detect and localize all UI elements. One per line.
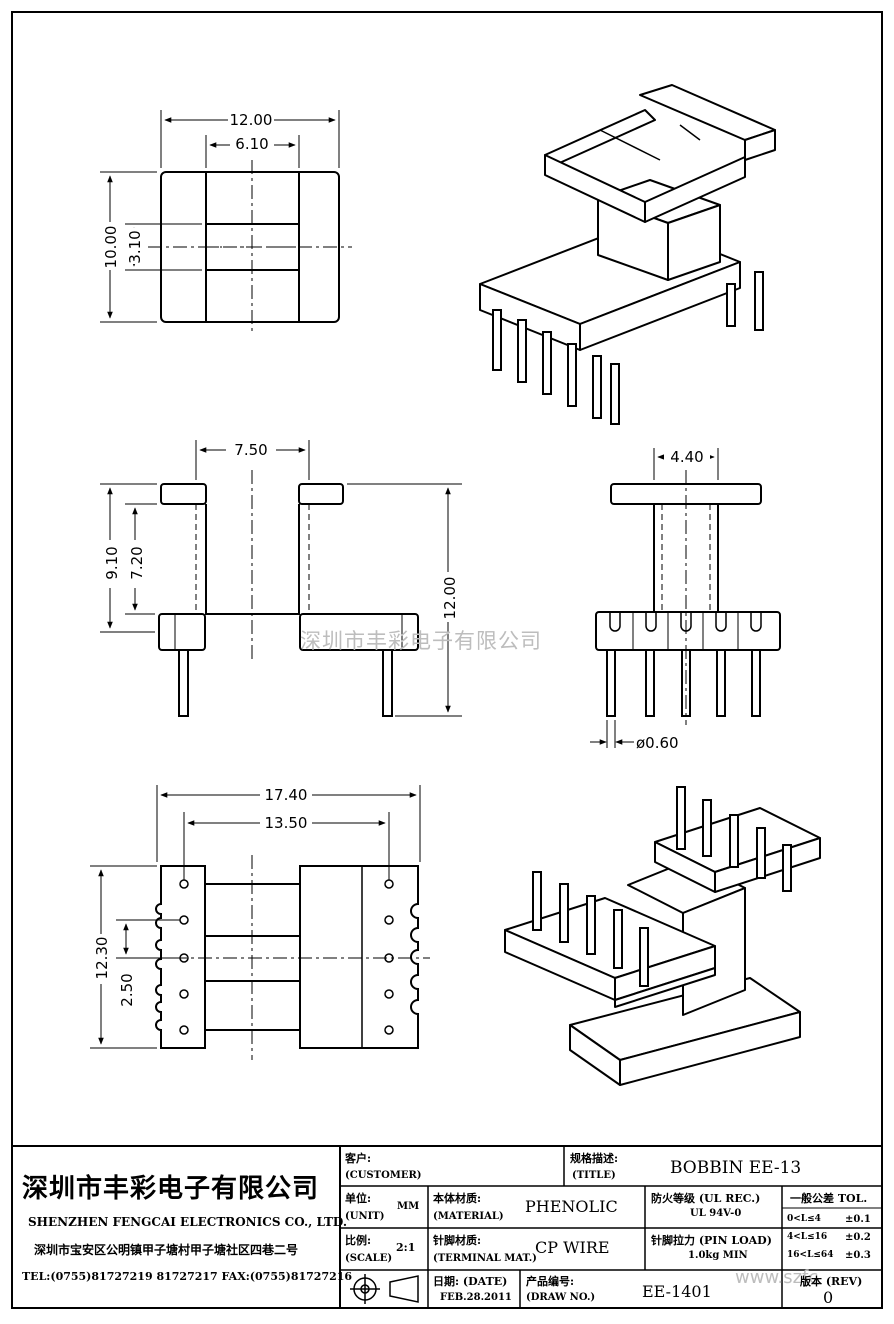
dim-front-h2: 7.20 — [128, 546, 146, 579]
dim-side-width: 4.40 — [670, 448, 703, 466]
terminal-label: 针脚材质: — [433, 1234, 482, 1247]
drawno-label-en: (DRAW NO.) — [526, 1292, 596, 1303]
material-label: 本体材质: — [433, 1192, 482, 1205]
dim-bottom-height: 12.30 — [93, 937, 111, 980]
isometric-view-bottom — [504, 807, 821, 1086]
tol-value-1: ±0.1 — [845, 1214, 871, 1225]
company-name-en: SHENZHEN FENGCAI ELECTRONICS CO., LTD. — [28, 1215, 348, 1229]
material-value: PHENOLIC — [525, 1197, 618, 1216]
company-name-cn: 深圳市丰彩电子有限公司 — [22, 1174, 320, 1204]
date-value: FEB.28.2011 — [440, 1292, 512, 1303]
unit-label: 单位: — [345, 1192, 372, 1205]
top-view — [148, 160, 352, 335]
dim-bottom-pitch: 2.50 — [118, 973, 136, 1006]
title-block-grid — [11, 1145, 883, 1309]
unit-value: MM — [397, 1201, 420, 1212]
rev-label: 版本 (REV) — [800, 1275, 863, 1288]
watermark: 深圳市丰彩电子有限公司 — [300, 629, 542, 653]
dim-top-height: 10.00 — [102, 226, 120, 269]
drawno-label: 产品编号: — [526, 1275, 575, 1288]
dim-front-h1: 9.10 — [103, 546, 121, 579]
pinload-label: 针脚拉力 (PIN LOAD) — [651, 1234, 772, 1247]
scale-value: 2:1 — [396, 1241, 416, 1254]
dim-top-width: 12.00 — [230, 111, 273, 129]
ul-label: 防火等级 (UL REC.) — [651, 1192, 761, 1205]
date-label: 日期: (DATE) — [433, 1275, 508, 1288]
projection-symbol — [350, 1274, 419, 1304]
title-label-en: (TITLE) — [572, 1170, 616, 1181]
dim-front-width: 7.50 — [234, 441, 267, 459]
isometric-view-top — [479, 84, 776, 351]
top-view-dims — [100, 110, 340, 323]
watermark-url: www.szfc — [735, 1267, 819, 1288]
scale-label: 比例: — [345, 1234, 372, 1247]
pinload-value: 1.0kg MIN — [688, 1250, 748, 1261]
side-view — [595, 470, 781, 725]
dim-bottom-pitch-span: 13.50 — [265, 814, 308, 832]
company-phone: TEL:(0755)81727219 81727217 FAX:(0755)81… — [22, 1270, 353, 1283]
front-view-dims — [100, 440, 462, 717]
bottom-view — [148, 855, 430, 1060]
isometric-view-top-pins — [492, 271, 764, 425]
tol-range-3: 16<L≤64 — [787, 1250, 834, 1260]
drawno-value: EE-1401 — [642, 1282, 712, 1301]
dim-bottom-width: 17.40 — [265, 786, 308, 804]
tol-value-2: ±0.2 — [845, 1232, 871, 1243]
customer-label-en: (CUSTOMER) — [345, 1170, 422, 1181]
title-value: BOBBIN EE-13 — [670, 1158, 802, 1178]
tol-range-1: 0<L≤4 — [787, 1214, 821, 1224]
tolerance-label: 一般公差 TOL. — [790, 1192, 868, 1205]
dim-top-core: 3.10 — [126, 230, 144, 263]
material-label-en: (MATERIAL) — [433, 1211, 504, 1222]
dim-pin-diameter: ø0.60 — [636, 734, 679, 752]
terminal-label-en: (TERMINAL MAT.) — [433, 1253, 537, 1264]
front-view — [158, 470, 419, 717]
company-address: 深圳市宝安区公明镇甲子塘村甲子塘社区四巷二号 — [34, 1243, 299, 1257]
dim-top-inner: 6.10 — [235, 135, 268, 153]
tol-value-3: ±0.3 — [845, 1250, 871, 1261]
scale-label-en: (SCALE) — [345, 1253, 393, 1264]
bottom-view-pins — [179, 879, 394, 1035]
terminal-value: CP WIRE — [535, 1238, 610, 1257]
rev-value: 0 — [823, 1288, 834, 1307]
isometric-view-bottom-pins — [532, 786, 792, 987]
dim-front-total: 12.00 — [441, 577, 459, 620]
ul-value: UL 94V-0 — [690, 1208, 742, 1219]
title-label: 规格描述: — [570, 1152, 619, 1165]
customer-label: 客户: — [345, 1152, 372, 1165]
bottom-view-dims — [90, 785, 421, 1049]
tol-range-2: 4<L≤16 — [787, 1232, 828, 1242]
unit-label-en: (UNIT) — [345, 1211, 385, 1222]
